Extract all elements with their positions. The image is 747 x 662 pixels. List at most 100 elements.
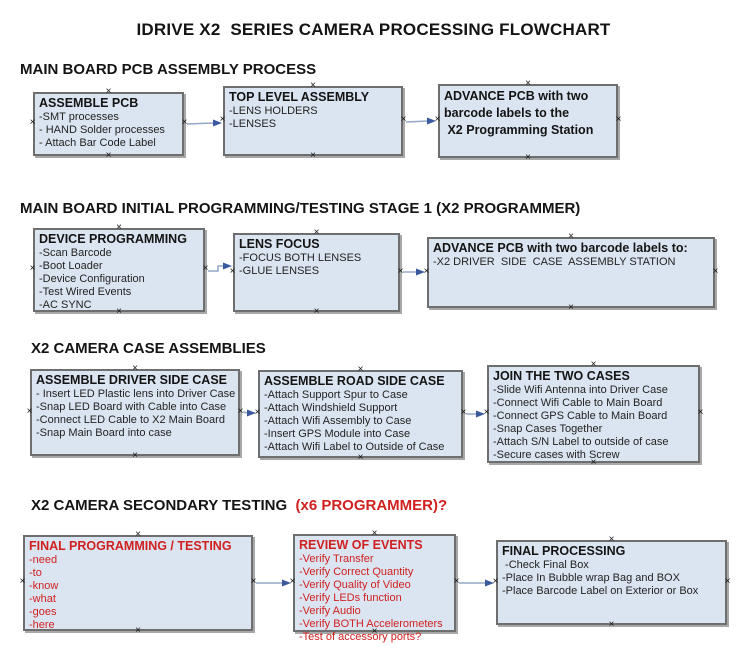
- box-item: -Test Wired Events: [39, 286, 132, 298]
- arrow-review-to-final-processing: [459, 579, 494, 587]
- box-item: -Device Configuration: [39, 273, 145, 285]
- glue-point-icon: ×: [357, 364, 364, 375]
- box-title: ASSEMBLE PCB: [39, 96, 139, 110]
- box-item: -Insert GPS Module into Case: [264, 428, 411, 440]
- box-item: -Place In Bubble wrap Bag and BOX: [502, 572, 680, 584]
- flow-box-join-the-two-cases: JOIN THE TWO CASES -Slide Wifi Antenna i…: [484, 360, 704, 468]
- glue-point-icon: ×: [434, 114, 441, 125]
- glue-point-icon: ×: [460, 407, 467, 418]
- box-item: -AC SYNC: [39, 299, 92, 311]
- box-title: REVIEW OF EVENTS: [299, 538, 423, 552]
- box-title: FINAL PROGRAMMING / TESTING: [29, 539, 232, 553]
- glue-point-icon: ×: [357, 452, 364, 463]
- section-heading-initial-programming: MAIN BOARD INITIAL PROGRAMMING/TESTING S…: [20, 200, 581, 217]
- arrow-driver-case-to-road-case: [242, 409, 256, 417]
- glue-point-icon: ×: [229, 265, 236, 277]
- glue-point-icon: ×: [289, 576, 296, 587]
- glue-point-icon: ×: [254, 407, 261, 418]
- box-item: -Snap LED Board with Cable into Case: [36, 401, 227, 413]
- box-item: -Slide Wifi Antenna into Driver Case: [493, 384, 668, 396]
- section-heading-pcb-assembly: MAIN BOARD PCB ASSEMBLY PROCESS: [20, 61, 317, 78]
- box-item: -Connect LED Cable to X2 Main Board: [36, 414, 225, 426]
- box-item-overflow: -Test of accessory ports?: [299, 631, 422, 643]
- box-item: -Attach Windshield Support: [264, 402, 398, 414]
- box-title: ASSEMBLE DRIVER SIDE CASE: [36, 373, 228, 387]
- flow-box-device-programming: DEVICE PROGRAMMING -Scan Barcode -Boot L…: [30, 223, 209, 317]
- box-item: -GLUE LENSES: [239, 265, 320, 277]
- glue-point-icon: ×: [525, 152, 531, 163]
- glue-point-icon: ×: [219, 114, 226, 125]
- box-item: -Scan Barcode: [39, 247, 112, 259]
- box-title: FINAL PROCESSING: [502, 544, 626, 558]
- glue-point-icon: ×: [313, 227, 320, 238]
- box-item: -know: [29, 580, 59, 592]
- glue-point-icon: ×: [400, 114, 407, 125]
- section-heading-case-assemblies: X2 CAMERA CASE ASSEMBLIES: [31, 340, 266, 357]
- glue-point-icon: ×: [26, 405, 33, 417]
- box-item: -Secure cases with Screw: [493, 449, 620, 461]
- arrow-lens-focus-to-advance-pcb: [403, 268, 425, 276]
- glue-point-icon: ×: [397, 265, 404, 277]
- glue-point-icon: ×: [237, 405, 244, 417]
- box-title: ASSEMBLE ROAD SIDE CASE: [264, 374, 445, 388]
- box-item: -Attach Support Spur to Case: [264, 389, 408, 401]
- glue-point-icon: ×: [615, 114, 622, 125]
- box-item: - Insert LED Plastic lens into Driver Ca…: [36, 388, 236, 400]
- box-title: JOIN THE TWO CASES: [493, 369, 630, 383]
- glue-point-icon: ×: [310, 150, 316, 161]
- glue-point-icon: ×: [568, 302, 574, 313]
- box-item: -SMT processes: [39, 111, 119, 123]
- glue-point-icon: ×: [181, 117, 188, 128]
- glue-point-icon: ×: [116, 222, 122, 233]
- page-title: IDRIVE X2 SERIES CAMERA PROCESSING FLOWC…: [136, 20, 611, 39]
- box-item: -LENSES: [229, 118, 277, 130]
- glue-point-icon: ×: [29, 263, 36, 274]
- arrow-final-programming-to-review: [256, 579, 291, 587]
- flow-box-top-level-assembly: TOP LEVEL ASSEMBLY -LENS HOLDERS -LENSES…: [220, 81, 407, 161]
- glue-point-icon: ×: [105, 86, 112, 97]
- flow-box-assemble-driver-side-case: ASSEMBLE DRIVER SIDE CASE - Insert LED P…: [27, 364, 244, 461]
- box-item: -Attach Wifi Assembly to Case: [264, 415, 412, 427]
- flow-box-advance-pcb-driver-side-station: ADVANCE PCB with two barcode labels to: …: [424, 232, 719, 313]
- section-heading-secondary-testing: X2 CAMERA SECONDARY TESTING (x6 PROGRAMM…: [31, 497, 447, 514]
- glue-point-icon: ×: [590, 359, 597, 370]
- box-item: - HAND Solder processes: [39, 124, 165, 136]
- flow-box-final-programming-testing: FINAL PROGRAMMING / TESTING -need -to -k…: [20, 530, 257, 636]
- glue-point-icon: ×: [202, 263, 209, 274]
- box-item: -need: [29, 554, 58, 566]
- box-item: -Snap Main Board into case: [36, 427, 172, 439]
- box-item: -Connect Wifi Cable to Main Board: [493, 397, 663, 409]
- glue-point-icon: ×: [608, 534, 615, 545]
- flow-box-assemble-road-side-case: ASSEMBLE ROAD SIDE CASE -Attach Support …: [255, 365, 467, 463]
- glue-point-icon: ×: [724, 575, 731, 587]
- box-title: ADVANCE PCB with two barcode labels to:: [433, 241, 688, 255]
- box-item: -X2 DRIVER SIDE CASE ASSEMBLY STATION: [433, 256, 676, 268]
- box-item: -FOCUS BOTH LENSES: [239, 252, 362, 264]
- box-item: -Snap Cases Together: [493, 423, 603, 435]
- glue-point-icon: ×: [29, 117, 36, 128]
- glue-point-icon: ×: [568, 231, 574, 242]
- box-item: -Boot Loader: [39, 260, 103, 272]
- glue-point-icon: ×: [483, 407, 490, 418]
- box-item: X2 Programming Station: [444, 123, 594, 137]
- box-item: -Verify Transfer: [299, 553, 374, 565]
- box-item: -what: [29, 593, 56, 605]
- glue-point-icon: ×: [313, 306, 320, 317]
- flow-box-assemble-pcb: ASSEMBLE PCB -SMT processes - HAND Solde…: [30, 87, 188, 161]
- glue-point-icon: ×: [132, 363, 138, 374]
- box-title: ADVANCE PCB with two: [444, 89, 589, 103]
- glue-point-icon: ×: [712, 265, 719, 277]
- box-item: -Verify Correct Quantity: [299, 566, 414, 578]
- arrow-road-case-to-join-cases: [466, 410, 485, 418]
- heading-black-part: X2 CAMERA SECONDARY TESTING: [31, 497, 296, 514]
- box-item: -LENS HOLDERS: [229, 105, 318, 117]
- box-item: -Verify LEDs function: [299, 592, 402, 604]
- box-item: -here: [29, 619, 55, 631]
- box-item: -goes: [29, 606, 57, 618]
- box-item: -Verify Audio: [299, 605, 361, 617]
- box-item: barcode labels to the: [444, 106, 570, 120]
- arrow-device-programming-to-lens-focus: [208, 262, 232, 272]
- box-item: - Attach Bar Code Label: [39, 137, 156, 149]
- box-item: -to: [29, 567, 42, 579]
- box-title: LENS FOCUS: [239, 237, 320, 251]
